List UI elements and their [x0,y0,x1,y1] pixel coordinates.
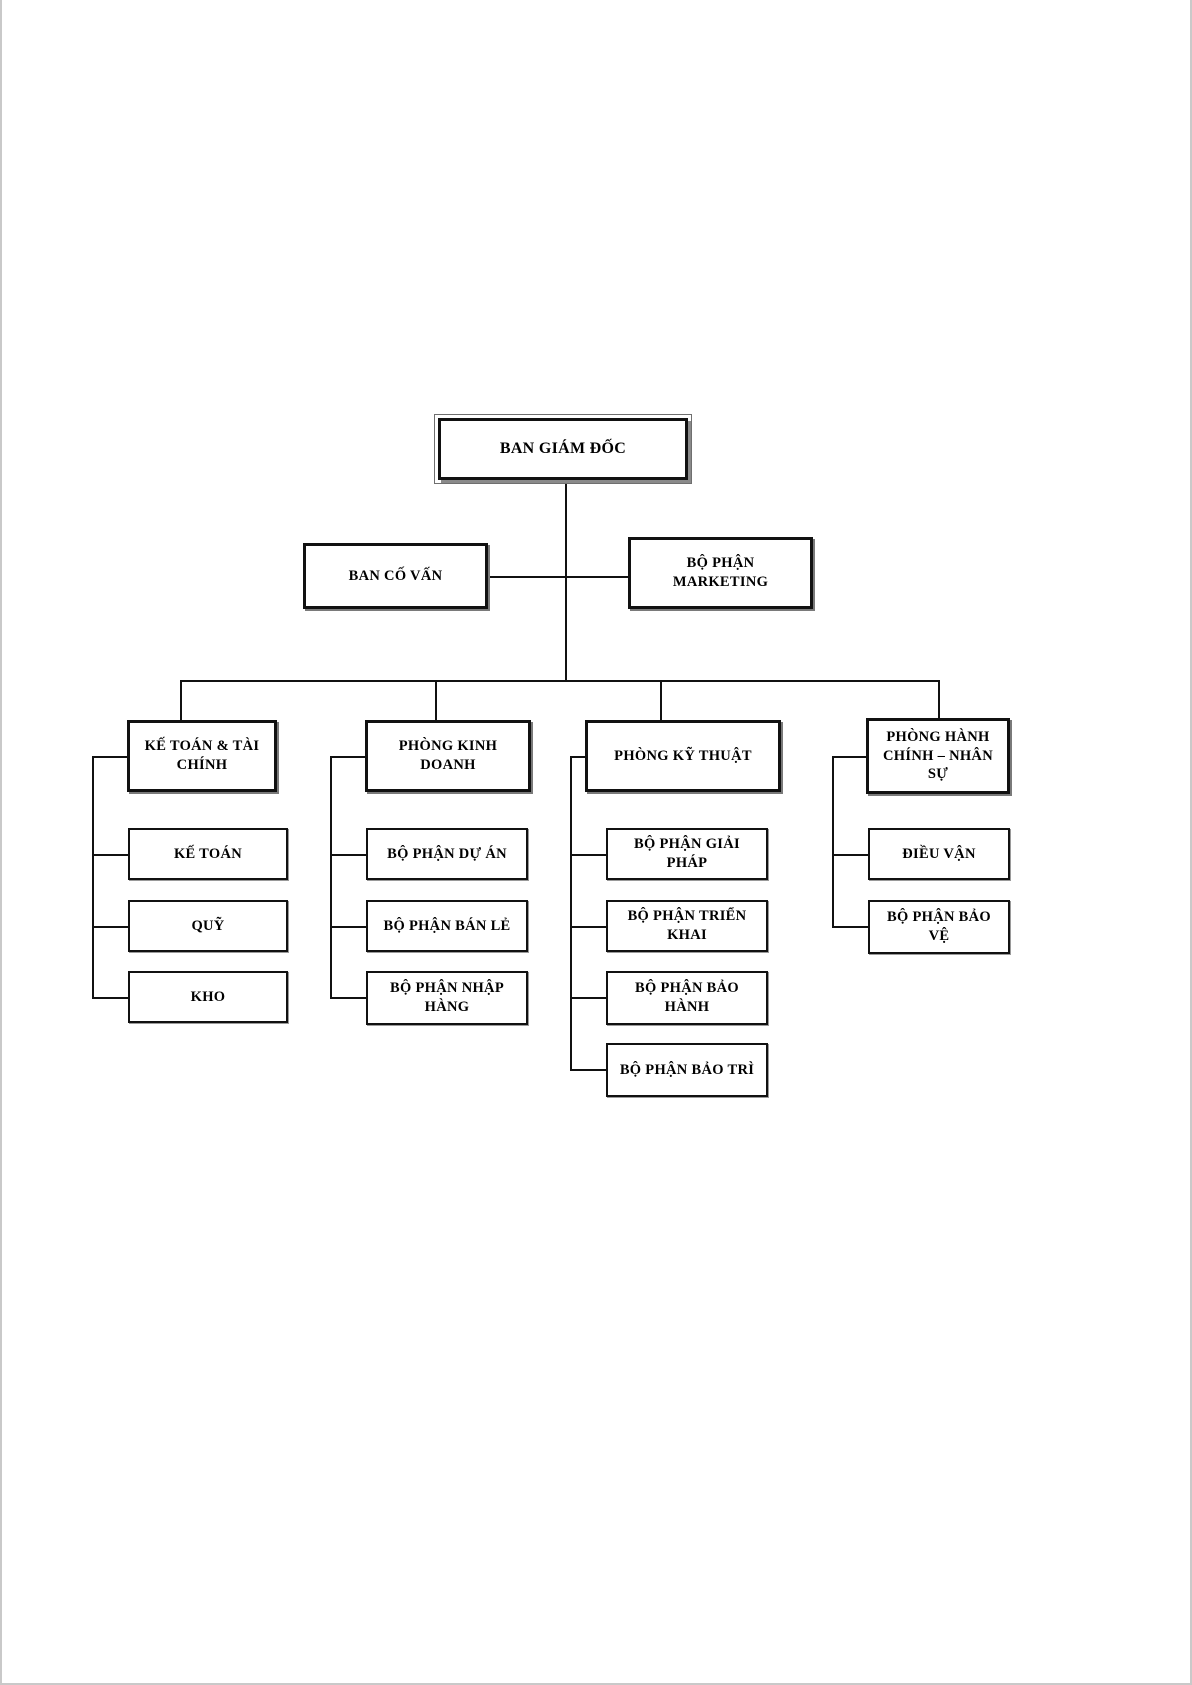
node-label: BAN CỐ VẤN [348,567,443,584]
node-label: PHÒNG KỸ THUẬT [614,747,752,764]
connector-technical-warranty [570,997,606,999]
node-label: BỘ PHẬN TRIỂN KHAI [627,908,747,943]
node-label: BỘ PHẬN NHẬP HÀNG [390,980,504,1015]
connector-finance-warehouse [92,997,128,999]
page-edge-left [0,0,2,1685]
node-bo-phan-bao-tri[interactable]: BỘ PHẬN BẢO TRÌ [606,1043,768,1097]
node-quy[interactable]: QUỸ [128,900,288,952]
connector-sales-to-header [330,756,366,758]
connector-sales-import [330,997,366,999]
node-bo-phan-ban-le[interactable]: BỘ PHẬN BÁN LẺ [366,900,528,952]
node-dieu-van[interactable]: ĐIỀU VẬN [868,828,1010,880]
node-bo-phan-bao-ve[interactable]: BỘ PHẬN BẢO VỆ [868,900,1010,954]
node-kho[interactable]: KHO [128,971,288,1023]
page-edge-bottom [0,1683,1192,1685]
node-ban-co-van[interactable]: BAN CỐ VẤN [303,543,488,609]
node-label: BỘ PHẬN DỰ ÁN [387,845,507,862]
node-bo-phan-marketing[interactable]: BỘ PHẬN MARKETING [628,537,813,609]
node-label: BỘ PHẬN GIẢI PHÁP [634,836,740,871]
node-ke-toan[interactable]: KẾ TOÁN [128,828,288,880]
node-label: BỘ PHẬN BÁN LẺ [383,917,511,934]
node-bo-phan-giai-phap[interactable]: BỘ PHẬN GIẢI PHÁP [606,828,768,880]
node-label: KẾ TOÁN [173,845,243,862]
connector-hr-security [832,926,868,928]
node-label: BAN GIÁM ĐỐC [499,439,627,457]
connector-spine-technical [570,756,572,1070]
connector-sales-project [330,854,366,856]
node-label: BỘ PHẬN MARKETING [672,555,769,590]
node-label: KẾ TOÁN & TÀI CHÍNH [144,738,260,773]
connector-root-spine [565,480,567,680]
connector-technical-maintenance [570,1069,606,1071]
node-label: PHÒNG KINH DOANH [398,738,498,773]
connector-finance-acct [92,854,128,856]
node-ban-giam-doc[interactable]: BAN GIÁM ĐỐC [434,414,692,484]
node-bo-phan-trien-khai[interactable]: BỘ PHẬN TRIỂN KHAI [606,900,768,952]
node-bo-phan-nhap-hang[interactable]: BỘ PHẬN NHẬP HÀNG [366,971,528,1025]
node-bo-phan-bao-hanh[interactable]: BỘ PHẬN BẢO HÀNH [606,971,768,1025]
page-edge-right [1190,0,1192,1685]
connector-drop-hr [938,680,940,720]
node-label: BỘ PHẬN BẢO VỆ [887,909,991,944]
connector-finance-to-header [92,756,128,758]
connector-technical-deploy [570,926,606,928]
connector-drop-sales [435,680,437,720]
node-phong-ky-thuat[interactable]: PHÒNG KỸ THUẬT [585,720,781,792]
connector-sales-retail [330,926,366,928]
node-label: PHÒNG HÀNH CHÍNH – NHÂN SỰ [883,729,993,783]
node-label: BỘ PHẬN BẢO HÀNH [635,980,739,1015]
connector-hr-to-header [832,756,868,758]
node-label: BỘ PHẬN BẢO TRÌ [619,1061,755,1078]
connector-spine-finance [92,756,94,998]
node-label: KHO [190,988,226,1005]
node-label: QUỸ [191,917,225,934]
connector-spine-hr [832,756,834,927]
connector-drop-technical [660,680,662,720]
node-ke-toan-tai-chinh[interactable]: KẾ TOÁN & TÀI CHÍNH [127,720,277,792]
connector-hr-logistics [832,854,868,856]
connector-department-bar [180,680,940,682]
node-bo-phan-du-an[interactable]: BỘ PHẬN DỰ ÁN [366,828,528,880]
node-phong-kinh-doanh[interactable]: PHÒNG KINH DOANH [365,720,531,792]
node-label: ĐIỀU VẬN [902,845,976,862]
connector-finance-fund [92,926,128,928]
connector-technical-solution [570,854,606,856]
connector-drop-finance [180,680,182,720]
connector-spine-sales [330,756,332,998]
node-phong-hanh-chinh-nhan-su[interactable]: PHÒNG HÀNH CHÍNH – NHÂN SỰ [866,718,1010,794]
connector-advisory-marketing [488,576,630,578]
